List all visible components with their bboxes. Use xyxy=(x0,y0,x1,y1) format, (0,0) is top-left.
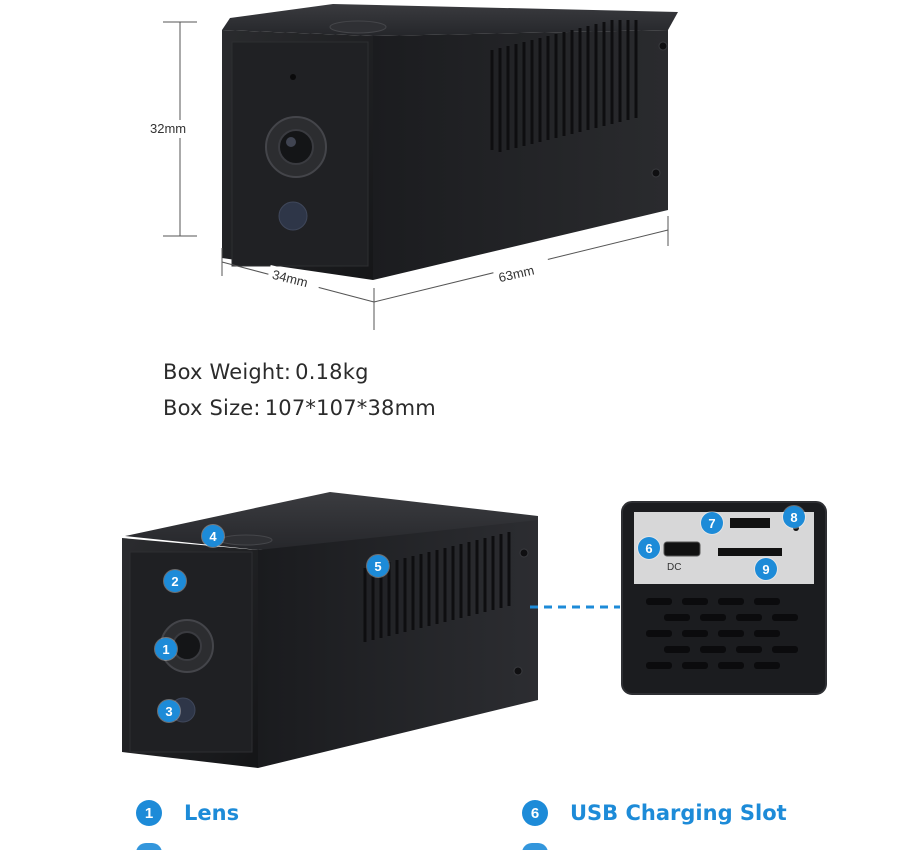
box-size-spec: Box Size:107*107*38mm xyxy=(163,396,436,420)
height-dimension-label: 32mm xyxy=(150,121,186,136)
callout-badge-7: 7 xyxy=(701,512,723,534)
callout-badge-1: 1 xyxy=(155,638,177,660)
legend-item-lens: 1 Lens xyxy=(136,800,239,826)
box-weight-value: 0.18kg xyxy=(295,360,369,384)
depth-dimension-label: 34mm xyxy=(271,267,310,290)
legend-number: 6 xyxy=(522,800,548,826)
back-panel-view: DC xyxy=(621,501,827,695)
ir-sensor xyxy=(278,201,308,231)
callout-badge-5: 5 xyxy=(367,555,389,577)
svg-text:DC: DC xyxy=(667,562,681,573)
camera-body-bottom xyxy=(122,492,538,768)
callout-badge-9: 9 xyxy=(755,558,777,580)
length-dimension-label: 63mm xyxy=(497,262,536,285)
legend-row-cutoff-left xyxy=(136,843,162,850)
callout-badge-3: 3 xyxy=(158,700,180,722)
legend-label: USB Charging Slot xyxy=(570,801,787,825)
legend-item-usb-charging-slot: 6 USB Charging Slot xyxy=(522,800,787,826)
legend-row-cutoff-right xyxy=(522,843,548,850)
legend-label: Lens xyxy=(184,801,240,825)
annotated-product-views: DC xyxy=(122,492,827,768)
camera-body-top xyxy=(222,4,678,280)
callout-badge-6: 6 xyxy=(638,537,660,559)
vent-grille xyxy=(490,20,638,152)
callout-badge-8: 8 xyxy=(783,506,805,528)
box-size-value: 107*107*38mm xyxy=(264,396,436,420)
product-dimension-drawing: 32mm 34mm 63mm xyxy=(148,4,678,330)
box-size-label: Box Size: xyxy=(163,396,261,420)
legend-number: 1 xyxy=(136,800,162,826)
box-weight-label: Box Weight: xyxy=(163,360,292,384)
microphone-hole xyxy=(290,74,296,80)
callout-badge-2: 2 xyxy=(164,570,186,592)
box-weight-spec: Box Weight:0.18kg xyxy=(163,360,369,384)
callout-badge-4: 4 xyxy=(202,525,224,547)
